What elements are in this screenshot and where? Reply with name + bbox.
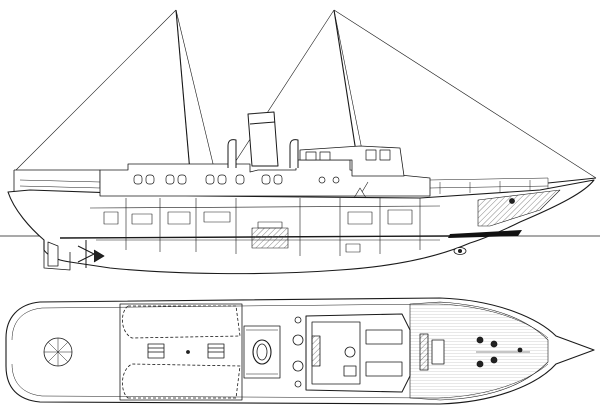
main-mast (176, 10, 190, 172)
ventilator-icon (293, 335, 303, 345)
funnel-top (253, 340, 271, 364)
bow-hatch (478, 190, 560, 226)
deck-plan-view (6, 298, 594, 404)
interior-cutaway (90, 182, 440, 256)
deckhouse-roof (120, 304, 242, 400)
bridge-deck (306, 314, 410, 392)
propeller-icon (78, 240, 94, 268)
superstructure (14, 146, 548, 196)
ventilator-icon (228, 140, 236, 168)
skylights (148, 344, 224, 358)
ventilator-icon (290, 140, 298, 168)
hull-profile (8, 180, 594, 274)
stern-gear (44, 240, 104, 270)
boot-top (448, 230, 522, 238)
engine (252, 228, 288, 248)
foredeck-fittings (420, 334, 530, 370)
masts (176, 10, 356, 172)
steering-wheel-icon (345, 347, 355, 357)
windlass-icon (477, 361, 483, 367)
tender-starboard (122, 364, 240, 398)
deckhouse-windows (134, 150, 390, 184)
rudder (48, 242, 58, 266)
funnel-group (228, 112, 298, 168)
tender-port (122, 306, 240, 338)
mizzen-mast (334, 10, 356, 152)
windlass-icon (477, 337, 483, 343)
hawse-pipe (510, 199, 515, 204)
funnel (248, 112, 278, 166)
side-profile-view (0, 10, 600, 274)
ventilator-icon (293, 361, 303, 371)
foredeck-planking (410, 302, 548, 400)
bowsprit (548, 178, 596, 183)
